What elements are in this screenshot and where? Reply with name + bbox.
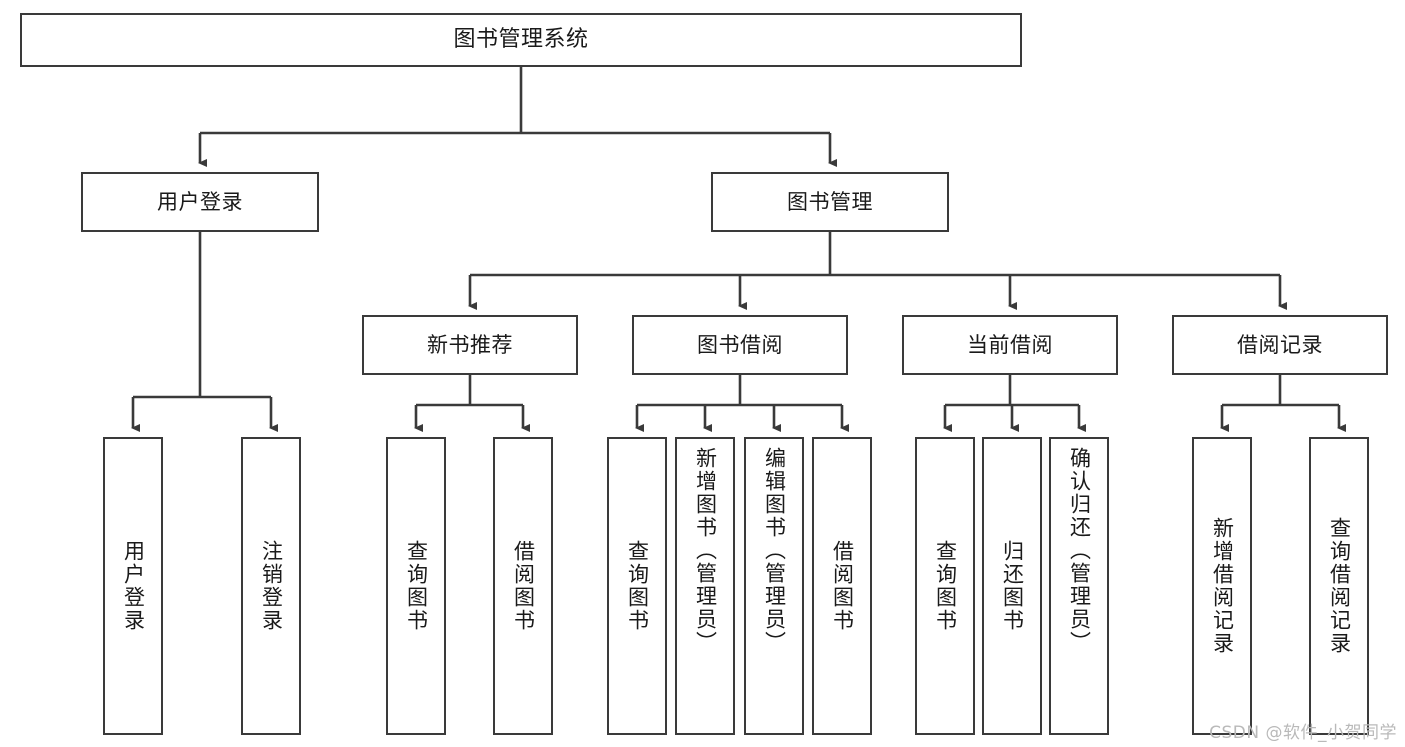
node-label: 查询图书: [625, 540, 650, 632]
leaf-query-book-current[interactable]: 查询图书: [915, 437, 975, 735]
node-book-management[interactable]: 图书管理: [711, 172, 949, 232]
node-label: 借阅记录: [1237, 332, 1323, 357]
node-label: 用户登录: [121, 540, 146, 632]
node-label: 查询借阅记录: [1327, 517, 1352, 655]
node-label: 借阅图书: [511, 540, 536, 632]
node-label: 用户登录: [157, 189, 243, 214]
leaf-user-login[interactable]: 用户登录: [103, 437, 163, 735]
node-label: 查询图书: [404, 540, 429, 632]
node-label: 图书借阅: [697, 332, 783, 357]
leaf-add-borrow-record[interactable]: 新增借阅记录: [1192, 437, 1252, 735]
node-book-borrow[interactable]: 图书借阅: [632, 315, 848, 375]
node-label: 图书管理: [787, 189, 873, 214]
leaf-borrow-book-recommend[interactable]: 借阅图书: [493, 437, 553, 735]
node-label: 注销登录: [259, 540, 284, 632]
node-borrow-record[interactable]: 借阅记录: [1172, 315, 1388, 375]
leaf-user-logout[interactable]: 注销登录: [241, 437, 301, 735]
leaf-edit-book[interactable]: 编辑图书（管理员）: [744, 437, 804, 735]
node-new-book-recommend[interactable]: 新书推荐: [362, 315, 578, 375]
node-label: 新增借阅记录: [1210, 517, 1235, 655]
node-label: 归还图书: [1000, 540, 1025, 632]
leaf-confirm-return[interactable]: 确认归还（管理员）: [1049, 437, 1109, 735]
node-current-borrow[interactable]: 当前借阅: [902, 315, 1118, 375]
node-label: 新增图书（管理员）: [693, 447, 718, 654]
node-label: 确认归还（管理员）: [1067, 447, 1092, 654]
node-label: 图书管理系统: [453, 27, 589, 53]
leaf-query-book-borrow[interactable]: 查询图书: [607, 437, 667, 735]
leaf-query-borrow-record[interactable]: 查询借阅记录: [1309, 437, 1369, 735]
node-label: 当前借阅: [967, 332, 1053, 357]
leaf-query-book-recommend[interactable]: 查询图书: [386, 437, 446, 735]
node-user-login[interactable]: 用户登录: [81, 172, 319, 232]
node-label: 查询图书: [933, 540, 958, 632]
watermark-text: CSDN @软件_小贺同学: [1209, 723, 1397, 743]
node-root-book-management-system[interactable]: 图书管理系统: [20, 13, 1022, 67]
leaf-borrow-book[interactable]: 借阅图书: [812, 437, 872, 735]
node-label: 新书推荐: [427, 332, 513, 357]
node-label: 编辑图书（管理员）: [762, 447, 787, 654]
node-label: 借阅图书: [830, 540, 855, 632]
leaf-add-book[interactable]: 新增图书（管理员）: [675, 437, 735, 735]
leaf-return-book[interactable]: 归还图书: [982, 437, 1042, 735]
